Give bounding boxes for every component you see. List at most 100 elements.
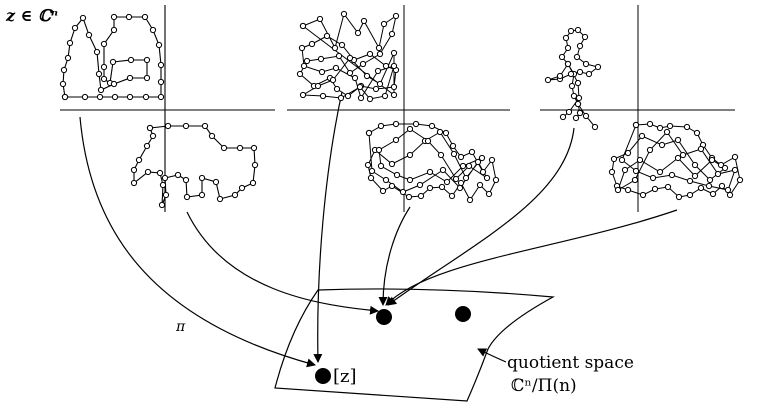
polygon-vertex <box>697 145 705 153</box>
polygon-vertex <box>344 92 352 100</box>
polygon-vertex <box>61 93 69 101</box>
polygon-vertex <box>135 156 143 164</box>
polygon-vertex <box>405 193 413 201</box>
polygon-vertex <box>693 129 701 137</box>
polygon-vertex <box>220 144 228 152</box>
polygon-vertex <box>335 52 343 60</box>
arrow-pi-house <box>79 116 316 368</box>
polygon-vertex <box>375 44 383 52</box>
mapping-arrows <box>79 91 678 368</box>
polygon-vertex <box>388 182 396 190</box>
polygon-vertex <box>664 183 672 191</box>
polygon-vertex <box>93 48 101 56</box>
polygon-vertex <box>374 67 382 75</box>
polygon-vertex <box>572 114 580 122</box>
polygon-vertex <box>621 166 629 174</box>
polygon-vertex <box>111 93 119 101</box>
polygon-vertex <box>639 191 647 199</box>
polygon-vertex <box>157 93 165 101</box>
polygon-vertex <box>714 170 722 178</box>
polygon-vertex <box>731 166 739 174</box>
polygon-vertex <box>424 137 432 145</box>
polygon-vertex <box>608 168 616 176</box>
polygon-vertex <box>399 188 407 196</box>
polygon-vertex <box>439 166 447 174</box>
polygon-vertex <box>379 187 387 195</box>
polygon-vertex <box>338 41 346 49</box>
arrow-stick <box>387 127 575 306</box>
polygon-vertex <box>212 178 220 186</box>
polygon-vertex <box>656 168 664 176</box>
polygon-vertex <box>365 129 373 137</box>
polygon-vertex <box>656 124 664 132</box>
polygon-vertex <box>141 13 149 21</box>
polygon-vertex <box>249 179 257 187</box>
polygon-vertex <box>158 201 166 209</box>
polygon-vertex <box>465 162 473 170</box>
polygon-vertex <box>726 191 734 199</box>
polygon-vertex <box>357 94 365 102</box>
polygon-vertex <box>126 74 134 82</box>
polygon-vertex <box>323 32 331 40</box>
polygon-vertex <box>449 142 457 150</box>
polygon-vertex <box>675 193 683 201</box>
polygon-vertex <box>332 64 340 72</box>
polygon-vertex <box>581 33 589 41</box>
polygon-vertex <box>457 179 465 187</box>
polygon-vertex <box>624 149 632 157</box>
polygon-vertex <box>417 192 425 200</box>
polygon-vertex <box>663 128 671 136</box>
polygon-vertex <box>308 40 316 48</box>
point-space-label: z ∈ ℂⁿ <box>6 6 59 25</box>
polygon-vertex <box>567 27 575 35</box>
polygon-vertex <box>416 181 424 189</box>
polygon-vertex <box>390 83 398 91</box>
polygon-vertex <box>717 161 725 169</box>
polygon-vertex <box>100 63 108 71</box>
polygon-vertex <box>183 193 191 201</box>
polygon-vertex <box>559 113 567 121</box>
polygon-vertex <box>721 164 729 172</box>
polygon-vertex <box>390 91 398 99</box>
polygon-vertex <box>130 166 138 174</box>
polygon-vertex <box>377 162 385 170</box>
polygon-vertex <box>574 26 582 34</box>
polygon-vertex <box>426 184 434 192</box>
polygon-vertex <box>478 154 486 162</box>
polygon-vertex <box>468 148 476 156</box>
polygon-vertex <box>736 176 744 184</box>
polygon-vertex <box>686 191 694 199</box>
polygon-vertex <box>476 181 484 189</box>
polygon-vertex <box>674 154 682 162</box>
polygon-vertex <box>576 109 584 117</box>
polygon-vertex <box>299 91 307 99</box>
polygon-vertex <box>568 82 576 90</box>
polygon-vertex <box>198 191 206 199</box>
polygon-vertex <box>474 158 482 166</box>
polygon-vertex <box>238 184 246 192</box>
polygon-vertex <box>459 162 467 170</box>
polygon-vertex <box>691 172 699 180</box>
polygon-vertex <box>485 190 493 198</box>
polygon-vertex <box>337 94 345 102</box>
arrow-tangled-right <box>385 209 678 306</box>
polygon-vertex <box>109 58 117 66</box>
polygon-vertex <box>149 132 157 140</box>
polygon-vertex <box>201 122 209 130</box>
polygon-vertex <box>564 60 572 68</box>
polygon-vertex <box>456 184 464 192</box>
polygon-vertex <box>143 74 151 82</box>
polygon-vertex <box>388 30 396 38</box>
polygon-vertex <box>618 156 626 164</box>
polygon-vertex <box>462 174 470 182</box>
polygon-vertex <box>457 153 465 161</box>
polygon-vertex <box>296 70 304 78</box>
polygon-vertex <box>591 123 599 131</box>
polygon-vertex <box>100 75 108 83</box>
polygon-vertex <box>556 72 564 80</box>
polygon-vertex <box>126 93 134 101</box>
polygon-vertex <box>298 44 306 52</box>
polygon-vertex <box>708 156 716 164</box>
polygon-vertex <box>368 167 376 175</box>
polygon-vertex <box>576 68 584 76</box>
